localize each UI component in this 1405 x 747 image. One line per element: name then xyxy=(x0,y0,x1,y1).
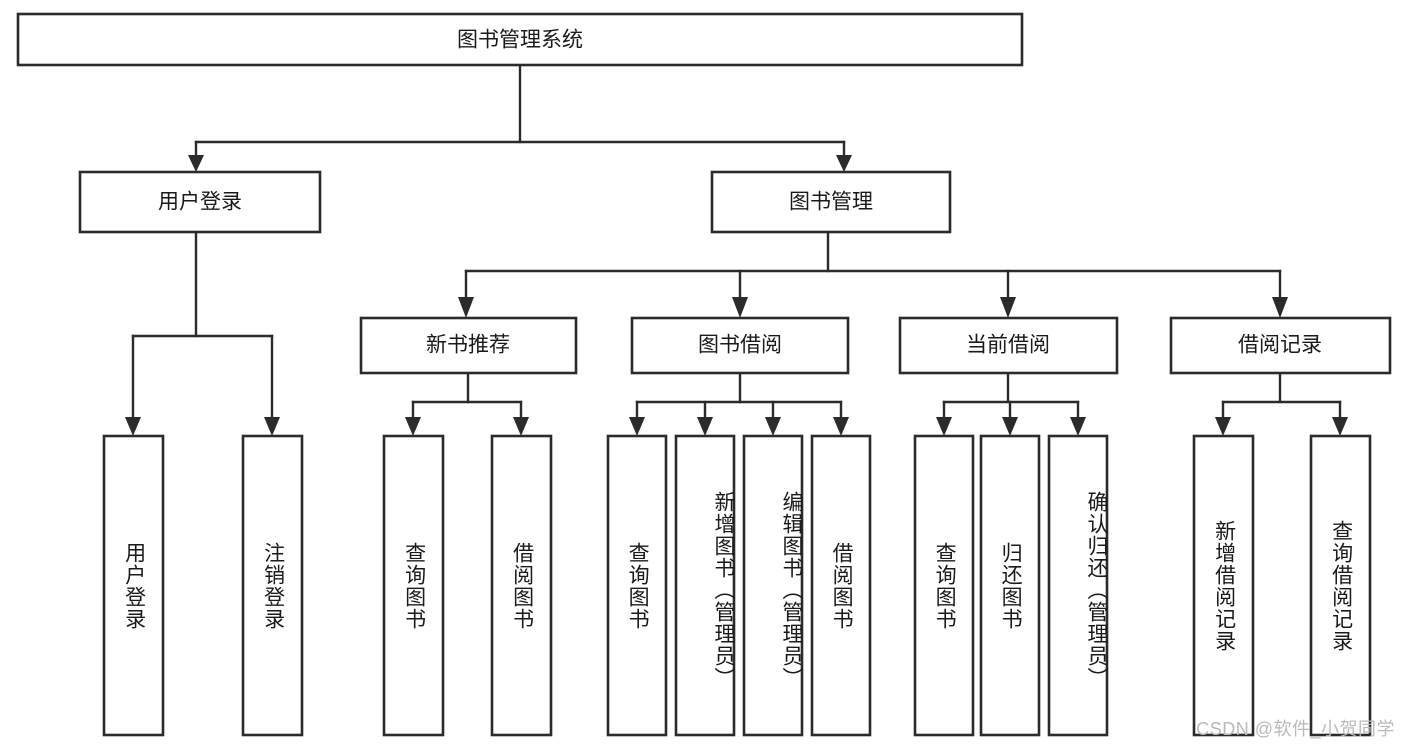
node-current-borrow-label: 当前借阅 xyxy=(966,334,1050,357)
leaf-box-query-book-1[interactable] xyxy=(382,434,445,737)
node-current-borrow[interactable] xyxy=(898,316,1119,375)
node-root[interactable] xyxy=(16,12,1024,67)
edge-currentborrow-to-leaves xyxy=(936,371,1086,436)
leaf-box-add-record[interactable] xyxy=(1192,434,1255,737)
edge-userlogin-to-leaves xyxy=(125,230,280,436)
node-book-borrow-label: 图书借阅 xyxy=(698,334,782,357)
node-borrow-record-label: 借阅记录 xyxy=(1238,334,1322,357)
leaf-box-user-login[interactable] xyxy=(102,434,165,737)
node-new-book-recommend[interactable] xyxy=(359,316,578,375)
leaf-box-borrow-book-1[interactable] xyxy=(490,434,553,737)
node-user-login[interactable] xyxy=(78,170,322,234)
leaf-box-return-book[interactable] xyxy=(979,434,1041,737)
edge-root-to-level2 xyxy=(188,63,852,172)
node-borrow-record[interactable] xyxy=(1169,316,1392,375)
edge-bookmanage-to-level3 xyxy=(458,230,1288,318)
node-user-login-label: 用户登录 xyxy=(158,191,242,214)
csdn-watermark: CSDN @软件_小贺同学 xyxy=(1196,719,1395,739)
node-root-label: 图书管理系统 xyxy=(457,29,583,52)
leaf-box-logout[interactable] xyxy=(241,434,304,737)
leaf-box-confirm-return[interactable] xyxy=(1047,434,1109,737)
edge-newbook-to-leaves xyxy=(405,371,529,436)
leaf-box-edit-book[interactable] xyxy=(742,434,804,737)
leaf-box-query-book-3[interactable] xyxy=(913,434,975,737)
node-book-manage[interactable] xyxy=(710,170,952,234)
edge-bookborrow-to-leaves xyxy=(629,371,849,436)
leaf-box-add-book[interactable] xyxy=(674,434,736,737)
leaf-box-query-record[interactable] xyxy=(1309,434,1372,737)
node-new-book-recommend-label: 新书推荐 xyxy=(426,334,510,357)
node-book-manage-label: 图书管理 xyxy=(789,191,873,214)
leaf-box-borrow-book-2[interactable] xyxy=(810,434,872,737)
node-book-borrow[interactable] xyxy=(630,316,850,375)
leaf-box-query-book-2[interactable] xyxy=(606,434,668,737)
edge-borrowrecord-to-leaves xyxy=(1215,371,1348,436)
